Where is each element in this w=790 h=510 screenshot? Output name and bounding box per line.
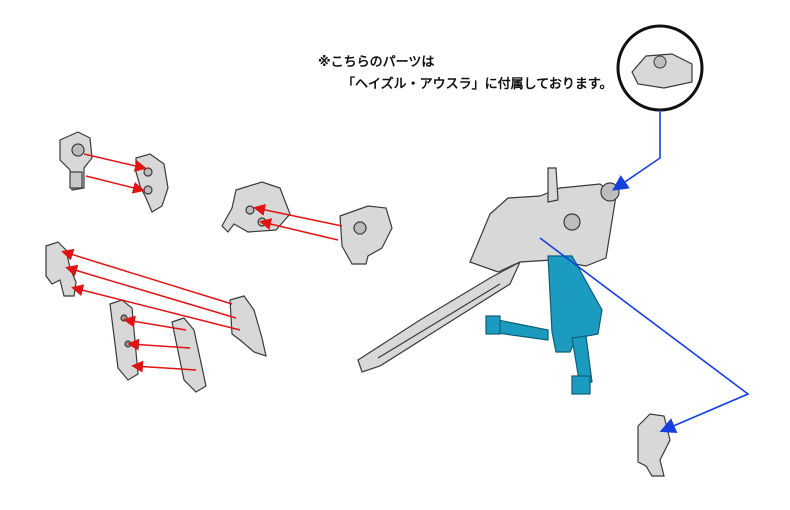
body-unit (469, 167, 620, 273)
leg-part-plate-1 (109, 299, 139, 381)
arm-part-left (221, 181, 291, 233)
arrows-pair-1 (83, 153, 147, 194)
arm-part-right (339, 205, 393, 265)
arrows-long (61, 248, 241, 373)
hinge-part-icon (637, 413, 671, 477)
display-stand (485, 255, 603, 395)
arrows-pair-2 (253, 203, 343, 241)
parts-note-line1: ※こちらのパーツは (318, 55, 435, 70)
magnified-part-icon (616, 24, 704, 112)
parts-note: ※こちらのパーツは 「ヘイズル・アウスラ」に付属しております。 (318, 52, 613, 96)
shoulder-part-right (135, 153, 169, 213)
blade-unit (357, 260, 522, 373)
shoulder-part-left (59, 131, 93, 191)
leg-part-far-right (229, 295, 267, 357)
callout-leader-lines (539, 110, 750, 433)
leg-part-plate-2 (171, 317, 207, 393)
parts-note-line2: 「ヘイズル・アウスラ」に付属しております。 (342, 77, 613, 92)
